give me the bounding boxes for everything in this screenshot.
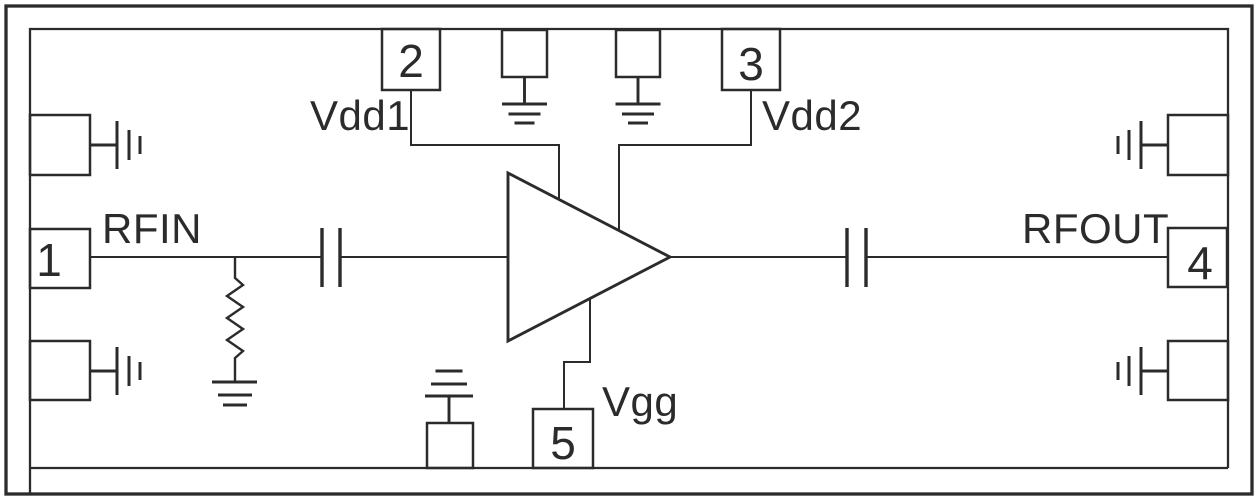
ground-icon	[502, 77, 547, 125]
ground-pad-top-center-right	[614, 28, 662, 79]
pin-4-pad	[1166, 226, 1229, 289]
pin-3-number: 3	[738, 38, 764, 90]
ground-pad-bottom-center	[425, 421, 475, 470]
ground-pad-top-center-left	[500, 28, 549, 79]
pin-4-number: 4	[1187, 237, 1213, 289]
ground-pad-bottom-left	[28, 339, 92, 402]
pin-1-pad	[28, 227, 92, 290]
rfin-label: RFIN	[102, 205, 202, 252]
capacitor-icon	[320, 228, 342, 287]
pin-2-number: 2	[398, 35, 424, 87]
resistor-icon	[224, 257, 246, 382]
rfout-label: RFOUT	[1022, 205, 1169, 252]
vdd2-label: Vdd2	[762, 92, 862, 139]
ground-icon	[90, 347, 142, 395]
ground-icon	[1116, 121, 1168, 169]
pin-1-number: 1	[36, 234, 62, 286]
ground-icon	[615, 77, 661, 125]
ground-pad-bottom-right	[1166, 339, 1230, 402]
ground-icon	[90, 121, 142, 169]
vdd2-trace	[618, 90, 752, 230]
vdd1-label: Vdd1	[310, 92, 410, 139]
ground-icon	[1116, 347, 1168, 395]
pin-3-pad	[720, 27, 782, 92]
vdd1-trace	[410, 90, 560, 200]
pin-5-pad	[531, 407, 595, 470]
capacitor-icon	[845, 228, 868, 287]
vgg-label: Vgg	[602, 378, 678, 425]
pin-5-number: 5	[550, 417, 576, 469]
ground-pad-top-left	[28, 113, 92, 177]
outer-border	[4, 4, 1254, 496]
ground-pad-top-right	[1166, 113, 1230, 177]
vgg-trace	[563, 298, 591, 409]
pin-2-pad	[380, 27, 442, 92]
ground-icon	[425, 369, 473, 423]
ground-icon	[212, 380, 257, 407]
